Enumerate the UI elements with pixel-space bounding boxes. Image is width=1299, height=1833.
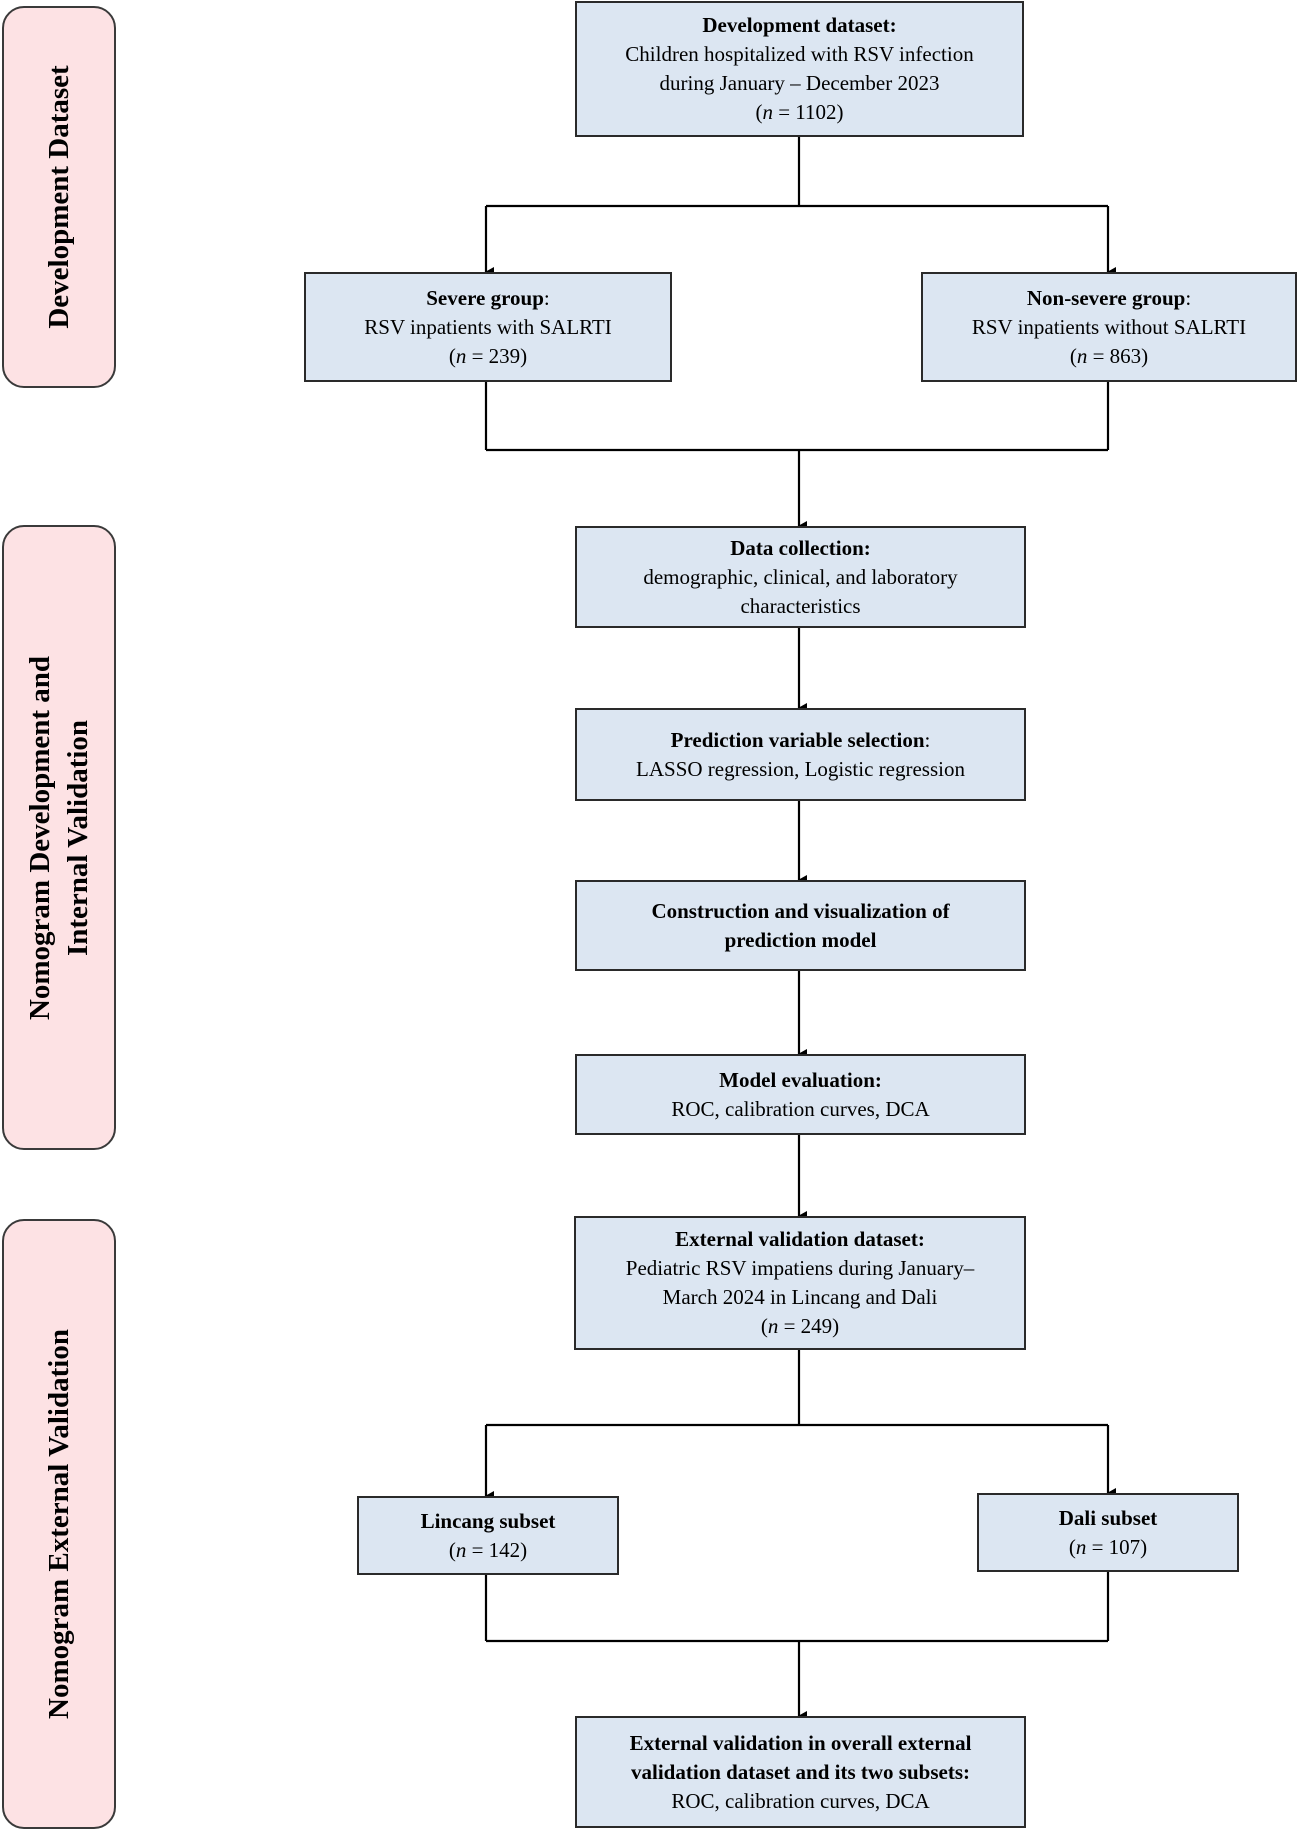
box-title: prediction model: [724, 927, 877, 952]
box-title: External validation dataset:: [675, 1227, 925, 1251]
box-count: (n = 863): [1069, 343, 1149, 368]
stage-external-validation: Nomogram External Validation: [2, 1219, 116, 1829]
stage-development-dataset: Development Dataset: [2, 6, 116, 388]
box-title: Development dataset:: [702, 13, 897, 37]
box-title: Data collection:: [730, 535, 871, 560]
box-external-validation-result: External validation in overall external …: [575, 1716, 1026, 1828]
box-title: Non-severe group:: [1026, 285, 1192, 310]
stage-label-line: Nomogram Development and: [24, 655, 56, 1020]
stage-label-line: Internal Validation: [62, 719, 94, 956]
stage-nomogram-development: Nomogram Development and Internal Valida…: [2, 525, 116, 1150]
box-variable-selection: Prediction variable selection: LASSO reg…: [575, 708, 1026, 801]
box-lincang-subset: Lincang subset (n = 142): [357, 1496, 619, 1575]
box-text: Children hospitalized with RSV infection: [625, 42, 974, 66]
box-severe-group: Severe group: RSV inpatients with SALRTI…: [304, 272, 672, 382]
box-text: Pediatric RSV impatiens during January–: [625, 1256, 975, 1280]
box-title: Lincang subset: [420, 1508, 556, 1533]
stage-label-line: Development Dataset: [43, 65, 75, 329]
box-count: (n = 1102): [755, 100, 844, 124]
box-title: Construction and visualization of: [651, 898, 950, 923]
box-text: March 2024 in Lincang and Dali: [662, 1285, 938, 1309]
box-count: (n = 239): [448, 343, 528, 368]
box-count: (n = 142): [448, 1537, 528, 1562]
box-development-dataset: Development dataset: Children hospitaliz…: [575, 1, 1024, 137]
box-title: Dali subset: [1058, 1505, 1158, 1530]
box-title: validation dataset and its two subsets:: [631, 1759, 970, 1784]
box-dali-subset: Dali subset (n = 107): [977, 1493, 1239, 1572]
box-nonsevere-group: Non-severe group: RSV inpatients without…: [921, 272, 1297, 382]
box-external-dataset: External validation dataset: Pediatric R…: [574, 1216, 1026, 1350]
stage-label-line: Nomogram External Validation: [43, 1329, 75, 1719]
box-text: ROC, calibration curves, DCA: [671, 1096, 930, 1121]
box-text: during January – December 2023: [659, 71, 940, 95]
box-data-collection: Data collection: demographic, clinical, …: [575, 526, 1026, 628]
box-text: characteristics: [740, 593, 861, 618]
box-text: demographic, clinical, and laboratory: [643, 564, 958, 589]
box-construction: Construction and visualization of predic…: [575, 880, 1026, 971]
box-text: RSV inpatients with SALRTI: [364, 314, 612, 339]
box-count: (n = 107): [1068, 1534, 1148, 1559]
box-model-evaluation: Model evaluation: ROC, calibration curve…: [575, 1054, 1026, 1135]
box-count: (n = 249): [760, 1314, 840, 1338]
box-title: Model evaluation:: [719, 1067, 882, 1092]
box-text: ROC, calibration curves, DCA: [671, 1788, 930, 1813]
box-title: External validation in overall external: [629, 1730, 972, 1755]
box-title: Severe group:: [426, 285, 550, 310]
box-text: RSV inpatients without SALRTI: [971, 314, 1247, 339]
box-text: LASSO regression, Logistic regression: [636, 756, 965, 781]
box-title: Prediction variable selection:: [670, 727, 931, 752]
